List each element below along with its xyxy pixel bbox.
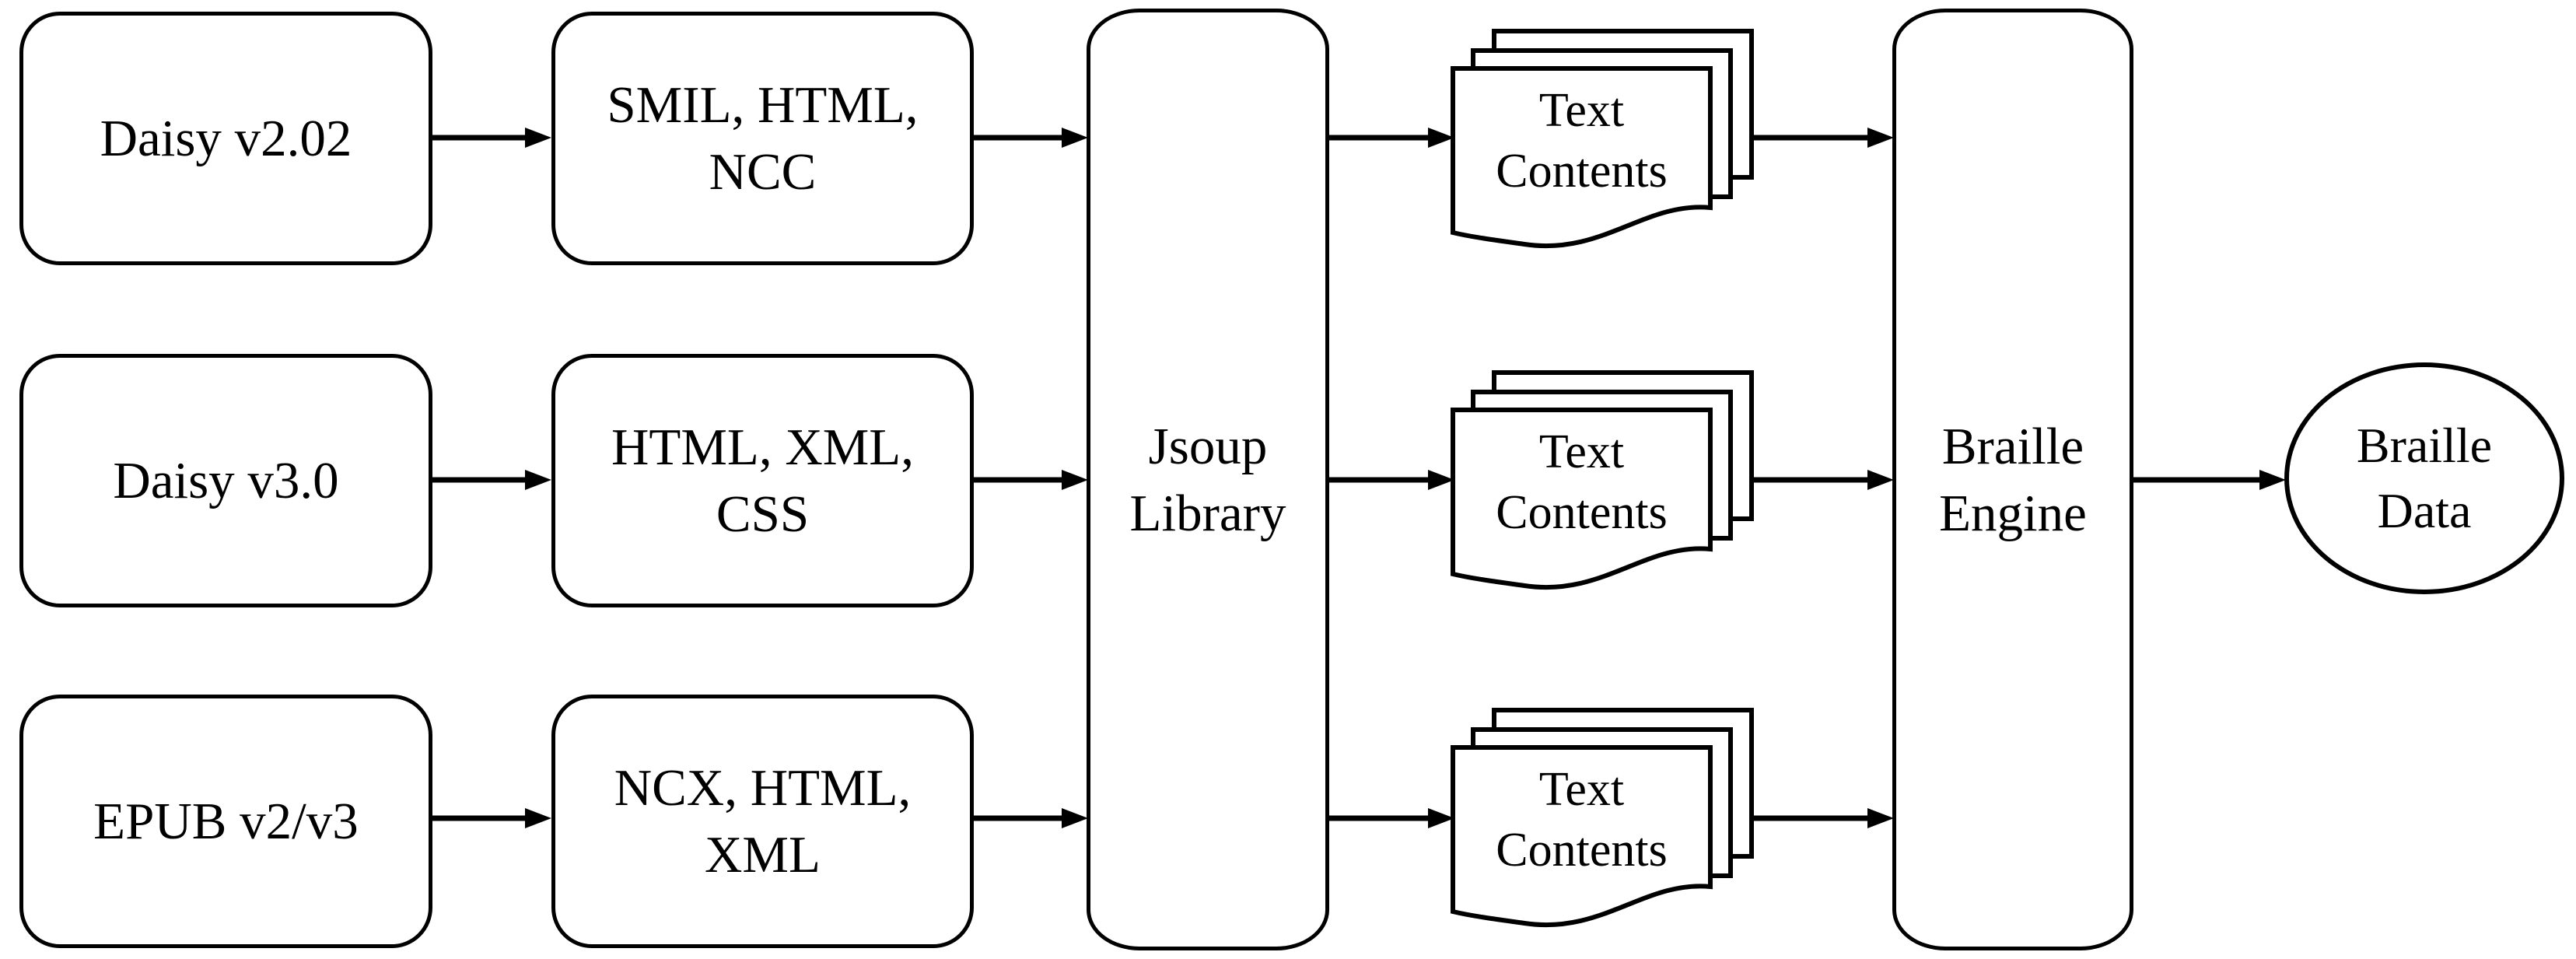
node-epub-v2-v3: EPUB v2/v3 xyxy=(19,695,432,948)
node-label-line2: Library xyxy=(1129,484,1286,542)
arrow-daisy30-to-htmlxml xyxy=(431,470,551,490)
multi-document-icon xyxy=(1451,708,1754,928)
node-label-line2: Engine xyxy=(1939,484,2087,542)
document-stack-bottom: Text Contents xyxy=(1451,708,1754,941)
node-label: Daisy v2.02 xyxy=(100,110,352,167)
stack-label-line1: Text xyxy=(1538,425,1625,478)
document-stack-label: Text Contents xyxy=(1453,410,1710,554)
node-label-line2: NCC xyxy=(709,143,817,201)
arrow-smil-to-jsoup xyxy=(972,128,1088,148)
stack-label-line2: Contents xyxy=(1496,823,1668,877)
node-label: Daisy v3.0 xyxy=(113,452,339,509)
arrow-stack-top-to-engine xyxy=(1750,128,1894,148)
document-stack-label: Text Contents xyxy=(1453,747,1710,891)
node-html-xml-css: HTML, XML, CSS xyxy=(551,354,974,607)
node-ncx-html-xml: NCX, HTML, XML xyxy=(551,695,974,948)
arrow-stack-middle-to-engine xyxy=(1750,470,1894,490)
arrow-jsoup-to-stack-middle xyxy=(1329,470,1454,490)
document-stack-top: Text Contents xyxy=(1451,29,1754,262)
node-label-line2: XML xyxy=(705,826,821,884)
node-label-line2: CSS xyxy=(716,485,810,543)
node-label-line1: Jsoup xyxy=(1148,417,1268,475)
node-label-line1: SMIL, HTML, xyxy=(607,76,919,134)
node-label-line1: NCX, HTML, xyxy=(614,759,912,817)
node-smil-html-ncc: SMIL, HTML, NCC xyxy=(551,12,974,265)
stack-label-line1: Text xyxy=(1538,83,1625,137)
node-braille-data: Braille Data xyxy=(2284,362,2564,594)
arrow-stack-bottom-to-engine xyxy=(1750,808,1894,828)
arrow-ncx-to-jsoup xyxy=(972,808,1088,828)
node-daisy-v3-0: Daisy v3.0 xyxy=(19,354,432,607)
document-stack-middle: Text Contents xyxy=(1451,370,1754,604)
node-label-line1: Braille xyxy=(1941,417,2084,475)
arrow-engine-to-data xyxy=(2133,470,2286,490)
node-label-line1: Braille xyxy=(2356,418,2493,473)
node-label-line2: Data xyxy=(2377,483,2472,538)
arrow-jsoup-to-stack-top xyxy=(1329,128,1454,148)
multi-document-icon xyxy=(1451,370,1754,590)
node-label-line1: HTML, XML, xyxy=(611,418,914,476)
node-daisy-v2-02: Daisy v2.02 xyxy=(19,12,432,265)
stack-label-line2: Contents xyxy=(1496,144,1668,198)
multi-document-icon xyxy=(1451,29,1754,249)
arrow-daisy202-to-smil xyxy=(431,128,551,148)
stack-label-line2: Contents xyxy=(1496,485,1668,539)
arrow-epub-to-ncx xyxy=(431,808,551,828)
node-jsoup-library: Jsoup Library xyxy=(1087,9,1329,950)
arrow-htmlxml-to-jsoup xyxy=(972,470,1088,490)
node-braille-engine: Braille Engine xyxy=(1892,9,2133,950)
arrow-jsoup-to-stack-bottom xyxy=(1329,808,1454,828)
document-stack-label: Text Contents xyxy=(1453,68,1710,212)
node-label: EPUB v2/v3 xyxy=(93,793,359,850)
stack-label-line1: Text xyxy=(1538,762,1625,816)
